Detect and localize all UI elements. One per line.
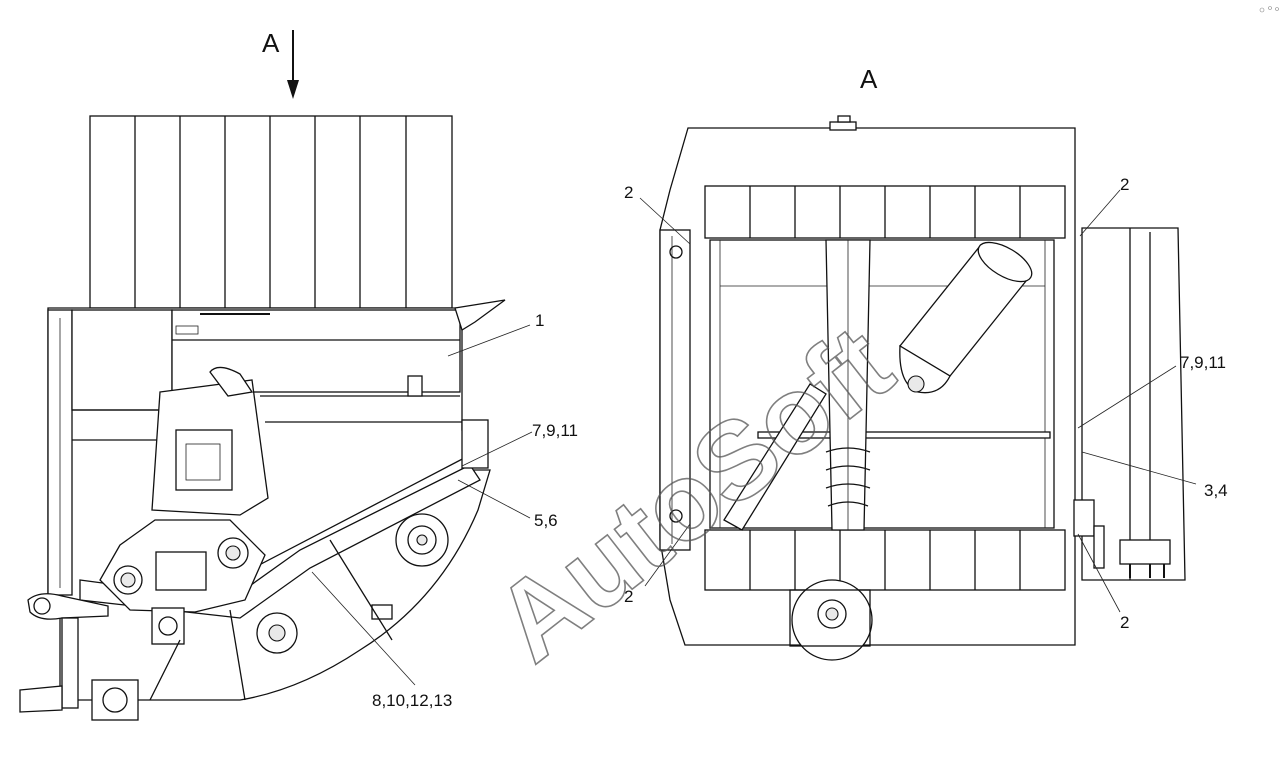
top-view-callouts: 2 2 2 2 7,9,11 3,4 [624,175,1228,632]
view-direction-arrow [287,30,299,99]
view-title: A [860,64,878,94]
tank-extension-panels [89,115,453,309]
callout-2-top-right: 2 [1120,175,1129,194]
view-marker-label: A [262,28,280,58]
callout-1: 1 [535,311,544,330]
callout-7-9-11-top: 7,9,11 [1180,353,1226,372]
side-view-callouts: 1 7,9,11 5,6 8,10,12,13 [311,311,578,710]
side-body [19,299,506,721]
top-view: A [624,64,1228,661]
side-view: A [19,28,578,721]
callout-2-bottom-right: 2 [1120,613,1129,632]
callout-7-9-11-side: 7,9,11 [532,421,578,440]
corner-mark-icon [1259,6,1279,13]
callout-2-top-left: 2 [624,183,633,202]
callout-2-bottom-left: 2 [624,587,633,606]
callout-8-10-12-13: 8,10,12,13 [372,691,452,710]
callout-3-4: 3,4 [1204,481,1228,500]
callout-5-6: 5,6 [534,511,558,530]
bottom-panels [704,529,1066,591]
top-panels [704,185,1066,239]
unloading-cylinder [899,241,1033,394]
